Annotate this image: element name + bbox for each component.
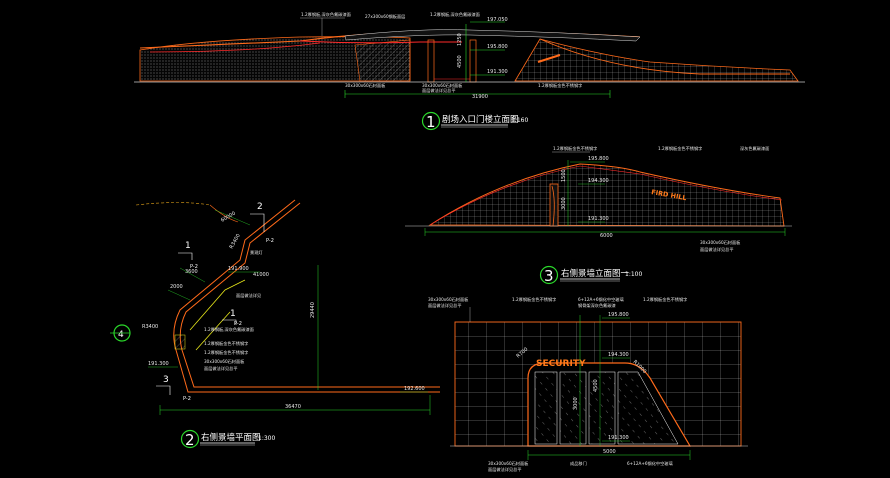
plan-elev-192600: 192.600 bbox=[404, 386, 425, 392]
elev3-elev-mid: 194.300 bbox=[588, 178, 609, 184]
elev4-note-6: 成品移门 bbox=[570, 460, 587, 467]
note-top-mid: 27x300x60钢板面层 bbox=[365, 13, 405, 20]
elev-top: 197.050 bbox=[487, 17, 508, 23]
elev4-note-2: 1.2厚钢板金色不锈钢字 bbox=[512, 296, 556, 303]
plan-elev-191900: 191.900 bbox=[228, 266, 249, 272]
elev4-sign: SECURITY bbox=[536, 359, 586, 369]
elev-low: 191.300 bbox=[487, 69, 508, 75]
drawing-number-circle bbox=[421, 111, 441, 131]
elev-mid: 195.800 bbox=[487, 44, 508, 50]
note-bot-left: 30x300x60石材面板 bbox=[345, 82, 386, 89]
elev4-elev-low: 191.300 bbox=[608, 435, 629, 441]
note-bot-mid: 30x300x60石材面板 bbox=[422, 82, 463, 89]
section-marker-green: 4 bbox=[110, 324, 131, 342]
note-bot-mid2: 面层做法详见总平 bbox=[422, 87, 456, 94]
elev3-dim-v1: 1500 bbox=[561, 169, 567, 182]
elev4-note-4: 1.2厚钢板金色不锈钢字 bbox=[643, 296, 687, 303]
svg-text:3: 3 bbox=[163, 375, 169, 385]
elev4-elev-top: 195.800 bbox=[608, 312, 629, 318]
elev3-note-5: 面层做法详见总平 bbox=[700, 246, 734, 253]
elev3-note-1: 1.2厚钢板金色不锈钢字 bbox=[553, 145, 597, 152]
plan-note-5: 面层做法详见 bbox=[236, 292, 261, 299]
svg-text:P-2: P-2 bbox=[190, 264, 198, 270]
plan-radius-1: R3400 bbox=[142, 324, 158, 330]
elev4-note-1b: 面层做法详见总平 bbox=[428, 302, 462, 309]
security-wall-elevation: SECURITY 5000 3000 4500 R700 R1000 195.8… bbox=[428, 296, 748, 473]
elev4-note-5: 30x300x60石材面板 bbox=[488, 460, 529, 467]
entrance-gate-elevation: 31900 1250 4500 197.050 195.800 191.300 … bbox=[134, 11, 805, 131]
right-wall-plan: 29440 36470 60000 3600 2000 41000 191.90… bbox=[110, 199, 440, 449]
right-grid-mound bbox=[514, 38, 799, 82]
plan-dim-3600: 3600 bbox=[185, 269, 198, 275]
drawing-number: 1 bbox=[426, 113, 436, 131]
plan-note-1: 1.2厚钢板,深灰色氟碳漆面 bbox=[204, 326, 254, 333]
left-stone-mound bbox=[139, 36, 411, 82]
svg-text:2: 2 bbox=[257, 202, 263, 212]
elev4-elev-mid: 194.300 bbox=[608, 352, 629, 358]
plan-note-7: 面层做法详见总平 bbox=[204, 365, 238, 372]
elev4-note-3: 6+12A+6钢化中空玻璃 bbox=[578, 296, 624, 303]
section-marker-2: 2 P-2 bbox=[250, 202, 274, 244]
elev4-note-3b: 钢骨架深灰色氟碳漆 bbox=[578, 302, 616, 309]
note-top-right: 1.2厚钢板,深灰色氟碳漆面 bbox=[430, 11, 480, 18]
svg-text:P-2: P-2 bbox=[234, 321, 242, 327]
gate-shadow bbox=[354, 39, 411, 82]
dim-total: 31900 bbox=[472, 94, 488, 100]
dim-v1: 1250 bbox=[457, 33, 463, 46]
section-marker-3: 3 P-2 bbox=[156, 375, 191, 402]
elev3-elev-low: 191.300 bbox=[588, 216, 609, 222]
elev3-note-2: 1.2厚钢板金色不锈钢字 bbox=[658, 145, 702, 152]
plan-number: 2 bbox=[185, 431, 195, 449]
plan-dim-2000: 2000 bbox=[170, 284, 183, 290]
plan-dim-36470: 36470 bbox=[285, 404, 301, 410]
elev3-note-4: 30x300x60石材面板 bbox=[700, 239, 741, 246]
plan-dim-41000: 41000 bbox=[253, 272, 269, 278]
elev4-dim-v2: 4500 bbox=[593, 379, 599, 392]
wall-elevation-one: FIRD HILL 6000 1500 3000 195.800 194.300… bbox=[405, 145, 792, 285]
elev4-dim-total: 5000 bbox=[603, 449, 616, 455]
plan-scale: 1:300 bbox=[258, 435, 275, 442]
plan-dim-60000: 60000 bbox=[220, 211, 237, 224]
plan-radius-2: R3400 bbox=[229, 233, 242, 250]
plan-wall-inner bbox=[179, 202, 440, 388]
section-marker-4: 1 P-2 bbox=[222, 309, 242, 327]
section-marker-1: 1 P-2 bbox=[178, 241, 198, 270]
drawing-scale: 1:160 bbox=[511, 117, 528, 124]
plan-wall-outer bbox=[173, 199, 440, 393]
svg-text:4: 4 bbox=[118, 330, 124, 340]
elev4-note-1: 30x300x60石材面板 bbox=[428, 296, 469, 303]
plan-note-6: 30x300x60石材面板 bbox=[204, 358, 245, 365]
elev3-number: 3 bbox=[544, 267, 554, 285]
elev3-grid-mass bbox=[428, 163, 785, 227]
svg-text:1: 1 bbox=[230, 309, 236, 319]
elev4-dim-v1: 3000 bbox=[573, 397, 579, 410]
note-bot-right: 1.2厚钢板金色不锈钢字 bbox=[538, 82, 582, 89]
elev3-scale: 1:100 bbox=[625, 271, 642, 278]
plan-elev-191300: 191.300 bbox=[148, 361, 169, 367]
elev3-note-3: 深灰色氟碳漆面 bbox=[740, 145, 769, 152]
elev3-dim-total: 6000 bbox=[600, 233, 613, 239]
svg-text:P-2: P-2 bbox=[183, 396, 191, 402]
elev3-dim-v2: 3000 bbox=[561, 197, 567, 210]
plan-note-4: 景观灯 bbox=[250, 249, 263, 256]
dim-v2: 4500 bbox=[457, 55, 463, 68]
plan-note-2: 1.2厚钢板金色不锈钢字 bbox=[204, 340, 248, 347]
plan-dim-29440: 29440 bbox=[310, 302, 316, 318]
plan-note-3: 1.2厚钢板金色不锈钢字 bbox=[204, 349, 248, 356]
svg-text:P-2: P-2 bbox=[266, 238, 274, 244]
elev3-title: 右侧景墙立面图一 bbox=[561, 268, 630, 279]
plan-number-circle bbox=[180, 429, 200, 449]
elev3-elev-top: 195.800 bbox=[588, 156, 609, 162]
drawing-title: 剧场入口门楼立面图 bbox=[442, 114, 519, 125]
svg-text:1: 1 bbox=[185, 241, 191, 251]
plan-title: 右侧景墙平面图 bbox=[201, 432, 261, 443]
elev4-note-5b: 面层做法详见总平 bbox=[488, 466, 522, 473]
elev4-note-7: 6+12A+6钢化中空玻璃 bbox=[627, 460, 673, 467]
elev3-number-circle bbox=[539, 265, 559, 285]
note-top-left: 1.2厚钢板,深灰色氟碳漆面 bbox=[301, 11, 351, 18]
